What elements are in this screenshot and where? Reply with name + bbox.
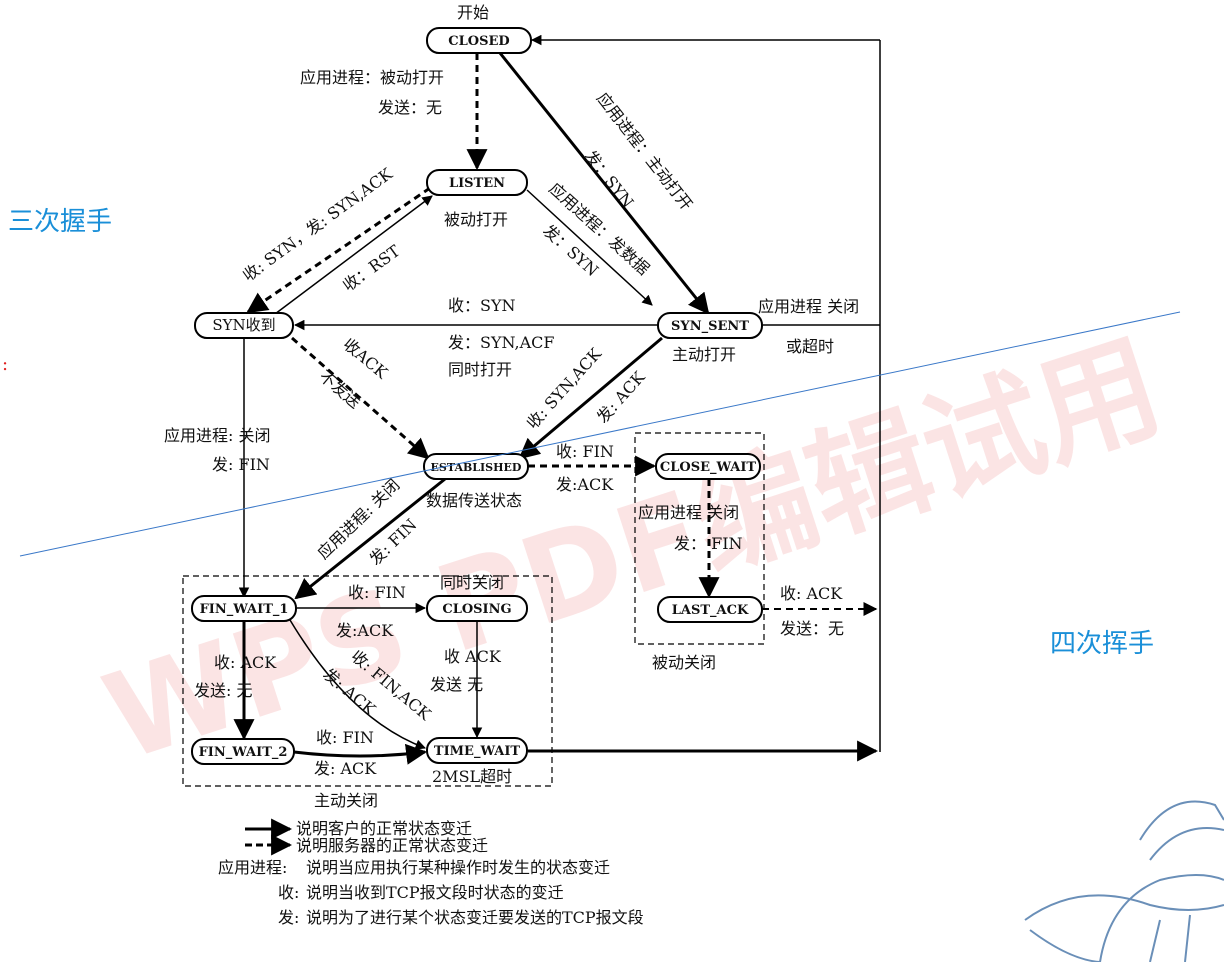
legend-recv-desc: 说明当收到TCP报文段时状态的变迁: [306, 883, 564, 902]
label-send-ack: 发: ACK: [593, 367, 649, 427]
label-active-open: 主动打开: [672, 345, 736, 364]
svg-text:ESTABLISHED: ESTABLISHED: [431, 461, 522, 474]
state-closing: CLOSING: [426, 595, 528, 622]
label-simul-send: 发：SYN,ACF: [448, 333, 555, 352]
label-est-send-ack: 发:ACK: [556, 475, 614, 494]
edge-est-fw1: [294, 477, 446, 600]
label-simul-open: 同时打开: [448, 360, 512, 379]
legend-dashed: 说明服务器的正常状态变迁: [296, 836, 488, 855]
label-la-send-none: 发送：无: [780, 619, 844, 638]
label-cw-close-fin: 发： FIN: [674, 534, 743, 553]
label-synrcvd-close-app: 应用进程: 关闭: [164, 426, 270, 445]
state-time-wait: TIME_WAIT: [426, 737, 528, 764]
legend-recv-key: 收:: [278, 883, 299, 902]
label-passive-open-send: 发送：无: [378, 98, 442, 117]
state-fin-wait-1: FIN_WAIT_1: [191, 595, 297, 622]
label-data-transfer: 数据传送状态: [426, 491, 522, 510]
label-est-recv-fin: 收: FIN: [556, 442, 614, 461]
label-closing-recv-ack: 收 ACK: [444, 647, 502, 666]
annotation-three-way: 三次握手: [8, 207, 112, 237]
label-cw-close-app: 应用进程 关闭: [638, 503, 739, 522]
label-passive-open-app: 应用进程：被动打开: [300, 68, 444, 87]
label-fw1-send-none: 发送: 无: [194, 681, 252, 700]
label-fw1-recv-fin: 收: FIN: [348, 583, 406, 602]
label-recv-rst: 收：RST: [339, 241, 404, 295]
svg-text:LAST_ACK: LAST_ACK: [672, 603, 749, 618]
edge-fw1-tw: [289, 619, 426, 750]
label-recv-ack: 收ACK: [339, 335, 392, 383]
edge-closed-synsent: [498, 52, 710, 315]
label-or-timeout: 或超时: [786, 337, 834, 356]
svg-text:SYN收到: SYN收到: [212, 316, 275, 334]
state-syn-sent: SYN_SENT: [657, 312, 763, 339]
edge-synrcvd-listen: [274, 195, 433, 315]
state-last-ack: LAST_ACK: [657, 596, 763, 623]
edge-labels: 开始 应用进程：被动打开 发送：无 被动打开 应用进程：主动打开 发：SYN 应…: [164, 3, 859, 810]
edge-listen-synsent: [526, 189, 653, 306]
label-la-recv-ack: 收: ACK: [780, 584, 843, 603]
annotation-four-way: 四次挥手: [1050, 629, 1154, 659]
legend-send-key: 发:: [278, 908, 299, 927]
active-close-box: [182, 575, 553, 787]
state-close-wait: CLOSE_WAIT: [655, 453, 761, 480]
svg-text:CLOSE_WAIT: CLOSE_WAIT: [660, 460, 757, 475]
legend-send-desc: 说明为了进行某个状态变迁要发送的TCP报文段: [306, 908, 644, 927]
label-close-app: 应用进程 关闭: [758, 297, 859, 316]
svg-text:CLOSED: CLOSED: [448, 34, 509, 49]
state-fin-wait-2: FIN_WAIT_2: [191, 738, 295, 765]
legend-solid: 说明客户的正常状态变迁: [296, 819, 472, 838]
label-simul-close: 同时关闭: [440, 573, 504, 592]
state-established: ESTABLISHED: [423, 453, 529, 480]
label-passive-open: 被动打开: [444, 210, 508, 229]
state-syn-rcvd: SYN收到: [194, 312, 294, 339]
edge-synrcvd-est: [291, 336, 430, 460]
label-fw1-send-ack: 发:ACK: [336, 621, 394, 640]
label-active-close: 主动关闭: [314, 791, 378, 810]
state-closed: CLOSED: [426, 27, 532, 54]
legend: 说明客户的正常状态变迁 说明服务器的正常状态变迁 应用进程: 说明当应用执行某种…: [218, 818, 644, 927]
edge-fw2-tw: [293, 743, 428, 765]
edge-synsent-est: [518, 336, 663, 460]
legend-app-key: 应用进程:: [218, 858, 287, 877]
label-synrcvd-close-fin: 发: FIN: [212, 455, 270, 474]
label-active-open-send: 发：SYN: [581, 147, 638, 212]
edges: [233, 52, 880, 765]
return-line: [530, 34, 881, 752]
label-timeout-2msl: 2MSL超时: [432, 767, 512, 786]
label-fw1-recv-ack: 收: ACK: [214, 653, 277, 672]
label-active-open-app: 应用进程：主动打开: [593, 89, 697, 214]
decorative-sketch: [1024, 800, 1224, 963]
annotation-divider-line: [19, 311, 1181, 557]
svg-text:FIN_WAIT_2: FIN_WAIT_2: [199, 745, 288, 760]
label-no-send: 不发送: [315, 367, 364, 412]
svg-text:LISTEN: LISTEN: [449, 176, 505, 191]
label-closing-send-none: 发送 无: [430, 675, 483, 694]
svg-text:FIN_WAIT_1: FIN_WAIT_1: [200, 602, 289, 617]
state-listen: LISTEN: [426, 169, 528, 196]
red-mark: :: [2, 354, 8, 375]
svg-text:CLOSING: CLOSING: [442, 602, 511, 617]
label-fw2-send-ack: 发: ACK: [314, 759, 377, 778]
passive-close-box: [634, 432, 765, 645]
label-start: 开始: [457, 3, 489, 22]
legend-app-desc: 说明当应用执行某种操作时发生的状态变迁: [306, 858, 610, 877]
label-simul-recv: 收：SYN: [448, 296, 516, 315]
edge-listen-synrcvd: [246, 186, 431, 314]
label-fw2-recv-fin: 收: FIN: [316, 728, 374, 747]
label-passive-close: 被动关闭: [652, 653, 716, 672]
svg-text:SYN_SENT: SYN_SENT: [671, 319, 749, 334]
svg-text:TIME_WAIT: TIME_WAIT: [434, 744, 520, 759]
